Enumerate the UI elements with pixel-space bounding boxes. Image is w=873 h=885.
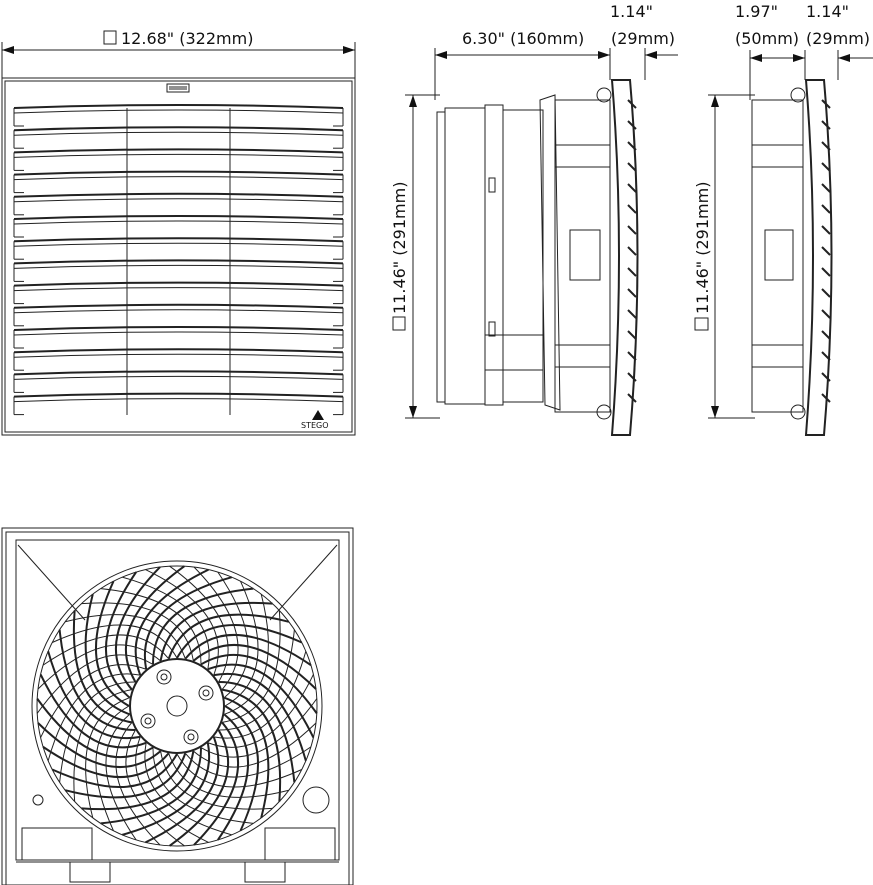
grille-depth-mm: (29mm): [806, 29, 870, 48]
screw-icon: [198, 685, 214, 701]
depth-mm: (50mm): [735, 29, 799, 48]
louver-slat: [13, 326, 344, 331]
grille-profile: [821, 99, 831, 403]
grille-depth-mm: (29mm): [611, 29, 675, 48]
fan-hub: [129, 658, 225, 754]
depth-label: 6.30" (160mm): [462, 29, 584, 48]
depth-inch: 1.97": [735, 2, 778, 21]
louver-slat: [13, 170, 344, 176]
louver-slat: [13, 126, 344, 132]
louver-slat: [13, 281, 344, 287]
svg-text:STEGO: STEGO: [301, 421, 329, 430]
louver-slat: [13, 237, 344, 243]
terminal-block: [264, 827, 336, 861]
height-label: 11.46" (291mm): [390, 182, 409, 314]
louver-slat: [13, 370, 344, 376]
square-symbol-icon: [694, 317, 709, 331]
latch-icon: [166, 83, 190, 93]
front-frame: [1, 77, 356, 436]
louver-slat: [13, 104, 344, 109]
louver-grille: [13, 104, 344, 416]
side-view-fan: 6.30" (160mm) 1.14" (29mm) 11.46" (291mm…: [390, 2, 678, 436]
front-view: 12.68" (322mm) STEGO: [1, 29, 356, 436]
louver-slat: [13, 215, 344, 220]
louver-slat: [13, 348, 344, 354]
fan-blades: [36, 565, 318, 847]
square-symbol-icon: [392, 316, 406, 331]
grille-depth-inch: 1.14": [806, 2, 849, 21]
rear-view: [1, 527, 354, 885]
louver-slat: [13, 192, 344, 198]
width-label: 12.68" (322mm): [121, 29, 253, 48]
screw-icon: [156, 669, 172, 685]
louver-slat: [13, 392, 344, 398]
grille-profile: [627, 99, 637, 403]
screw-icon: [183, 729, 199, 745]
terminal-block: [21, 827, 93, 861]
screw-icon: [140, 713, 156, 729]
louver-slat: [13, 259, 344, 265]
stego-logo: STEGO: [301, 410, 329, 430]
grille-depth-inch: 1.14": [610, 2, 653, 21]
height-label: 11.46" (291mm): [693, 182, 712, 314]
side-view-filter: 1.97" (50mm) 1.14" (29mm) 11.46" (291mm): [693, 2, 873, 436]
louver-slat: [13, 303, 344, 309]
louver-slat: [13, 148, 344, 154]
square-symbol-icon: [103, 30, 117, 45]
